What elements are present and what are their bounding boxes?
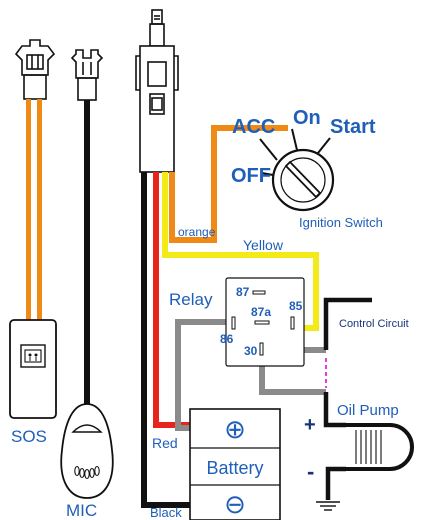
mic-icon — [60, 403, 114, 499]
red-wire-label: Red — [152, 435, 178, 451]
ignition-switch-title: Ignition Switch — [299, 215, 383, 230]
relay-pin-87-label: 87 — [236, 285, 250, 299]
ignition-on-label: On — [293, 107, 321, 129]
ignition-pointer-off — [261, 172, 274, 176]
ignition-acc-label: ACC — [232, 116, 275, 138]
yellow-wire-label: Yellow — [243, 237, 284, 253]
battery-plus-icon: ⊕ — [224, 414, 246, 444]
sos-button-box[interactable] — [9, 319, 57, 419]
relay-pin-87a — [254, 320, 270, 325]
black-wire — [141, 172, 190, 508]
relay-pin-30-label: 30 — [244, 344, 258, 358]
sos-label: SOS — [11, 427, 47, 446]
control-circuit-label: Control Circuit — [339, 318, 409, 330]
relay-pin-85-label: 85 — [289, 299, 303, 313]
orange-wire-label: orange — [178, 225, 216, 239]
sos-orange-wire-left — [26, 99, 31, 321]
relay-title: Relay — [169, 290, 213, 309]
battery — [189, 408, 281, 520]
orange-wire — [169, 125, 288, 243]
mic-connector: MIC — [60, 49, 114, 520]
battery-label: Battery — [206, 458, 263, 478]
main-harness-connector — [135, 9, 179, 173]
relay-pin-86 — [231, 316, 236, 330]
ignition-pointer-acc — [259, 138, 278, 161]
relay-pin-30 — [259, 342, 264, 356]
oil-pump-feed-wire — [323, 392, 346, 428]
relay-pin-87 — [252, 290, 266, 295]
battery-minus-icon: ⊖ — [224, 489, 246, 519]
oil-pump-body — [346, 423, 414, 471]
black-wire-label: Black — [150, 505, 182, 520]
ignition-off-label: OFF — [231, 165, 271, 187]
mic-label: MIC — [66, 501, 97, 520]
ignition-pointer-start — [317, 137, 331, 154]
sos-plug-icon — [14, 39, 56, 100]
gray-wire-86 — [175, 319, 226, 431]
oil-pump-ground-wire — [325, 466, 346, 500]
ignition-start-label: Start — [330, 116, 376, 138]
mic-black-wire — [84, 100, 90, 406]
oil-pump-minus: - — [307, 459, 314, 484]
ignition-switch[interactable] — [259, 128, 335, 212]
ignition-key-slot — [284, 160, 322, 199]
oil-pump — [346, 423, 414, 471]
control-circuit-wire — [323, 297, 372, 350]
ignition-pointer-on — [291, 128, 298, 151]
mic-plug-icon — [70, 49, 104, 101]
relay-pin-85 — [290, 316, 295, 330]
relay — [225, 277, 305, 367]
sos-connector: SOS — [9, 39, 57, 446]
ground-icon — [316, 501, 340, 511]
oil-pump-plus: + — [304, 414, 316, 436]
yellow-wire — [162, 172, 319, 331]
oil-pump-label: Oil Pump — [337, 402, 399, 419]
sos-orange-wire-right — [37, 99, 42, 321]
relay-pin-87a-label: 87a — [251, 305, 271, 319]
relay-pin-86-label: 86 — [220, 332, 234, 346]
